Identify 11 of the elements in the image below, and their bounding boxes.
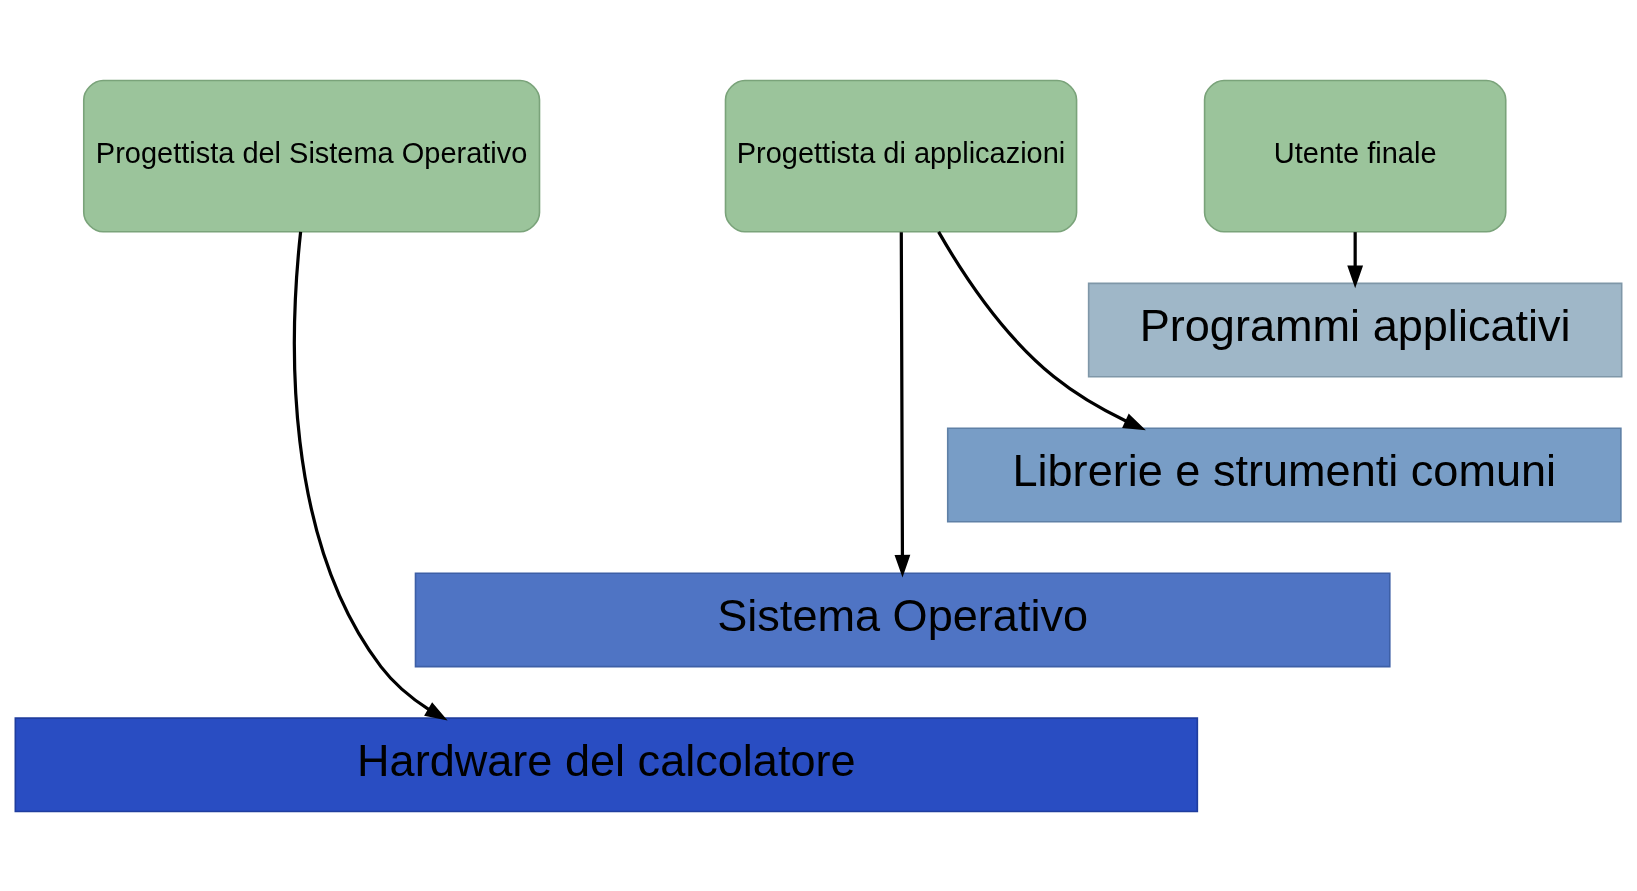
node-box: Progettista del Sistema Operativo xyxy=(82,79,541,233)
arrow xyxy=(1347,231,1364,288)
arrow xyxy=(292,231,448,720)
node-box: Librerie e strumenti comuni xyxy=(946,427,1622,522)
node-box: Hardware del calcolatore xyxy=(14,716,1199,812)
node-box: Progettista di applicazioni xyxy=(724,79,1078,233)
arrow xyxy=(937,230,1146,430)
node-box: Sistema Operativo xyxy=(414,571,1391,667)
node-box: Programmi applicativi xyxy=(1087,282,1623,378)
node-box: Utente finale xyxy=(1203,79,1507,233)
arrow xyxy=(894,231,911,577)
